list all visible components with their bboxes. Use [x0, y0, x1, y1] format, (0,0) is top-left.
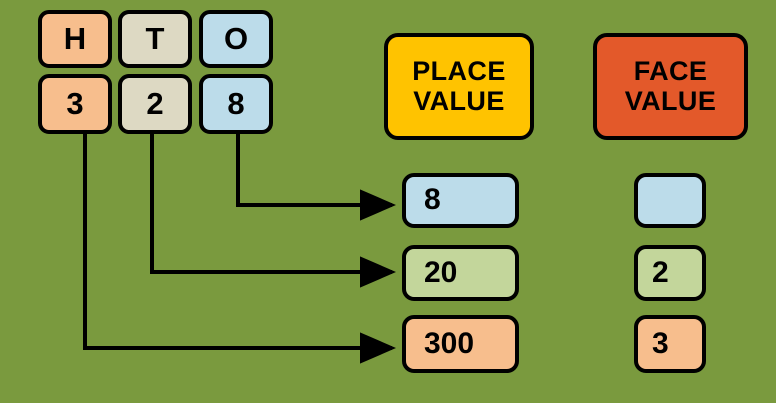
face-value-result-tens-value: 2 [652, 255, 669, 289]
column-letter-ones-label: O [223, 21, 249, 57]
connector-hundreds-to-300 [83, 134, 396, 364]
face-value-result-hundreds: 3 [634, 315, 706, 373]
place-value-result-ones-value: 8 [424, 183, 441, 217]
face-value-header-line1: FACE [633, 56, 708, 87]
column-letter-ones: O [199, 10, 273, 68]
face-value-result-hundreds-value: 3 [652, 326, 669, 360]
face-value-header-line2: VALUE [624, 85, 717, 116]
place-value-result-tens-value: 20 [424, 255, 458, 289]
place-value-result-hundreds: 300 [402, 315, 519, 373]
place-value-header: PLACE VALUE [384, 33, 534, 140]
face-value-result-ones [634, 173, 706, 228]
column-digit-tens-value: 2 [146, 86, 164, 122]
column-letter-hundreds-label: H [63, 21, 87, 57]
face-value-header: FACE VALUE [593, 33, 748, 140]
column-digit-ones: 8 [199, 74, 273, 134]
place-value-header-line1: PLACE [412, 56, 506, 87]
column-digit-tens: 2 [118, 74, 192, 134]
column-letter-tens: T [118, 10, 192, 68]
column-letter-tens-label: T [145, 21, 165, 57]
face-value-result-tens: 2 [634, 245, 706, 301]
connector-tens-to-20 [150, 134, 396, 288]
place-value-header-line2: VALUE [413, 85, 505, 116]
column-digit-hundreds-value: 3 [66, 86, 84, 122]
column-digit-hundreds: 3 [38, 74, 112, 134]
place-value-result-tens: 20 [402, 245, 519, 301]
place-value-result-ones: 8 [402, 173, 519, 228]
place-value-result-hundreds-value: 300 [424, 326, 475, 360]
column-digit-ones-value: 8 [227, 86, 245, 122]
column-letter-hundreds: H [38, 10, 112, 68]
connector-ones-to-8 [236, 134, 396, 221]
